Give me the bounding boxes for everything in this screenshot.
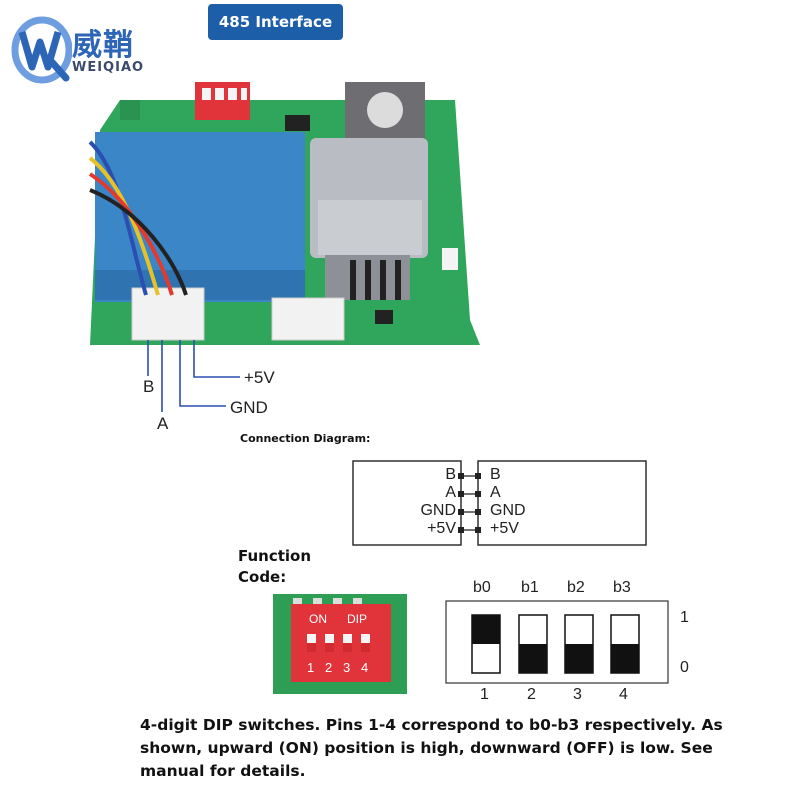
- switch-b0: [471, 614, 501, 674]
- function-code-heading: Function Code:: [238, 547, 312, 586]
- connector-aux: [271, 297, 345, 341]
- dip-photo-num-4: 4: [361, 660, 369, 675]
- bit-pin-1: 1: [480, 686, 489, 703]
- pin-label-gnd: GND: [230, 398, 268, 417]
- interface-badge: 485 Interface: [208, 4, 343, 40]
- conn-right-pin-b: B: [490, 466, 501, 483]
- dip-switch-photo: ON DIP 1 2 3 4: [273, 594, 407, 694]
- logo-subtitle: WEIQIAO: [72, 60, 145, 75]
- sensor-board-photo: [88, 82, 480, 345]
- bit-pin-2: 2: [527, 686, 536, 703]
- logo-emblem-icon: [11, 16, 73, 84]
- dip-photo-num-1: 1: [307, 660, 315, 675]
- bit-diagram-frame: [445, 600, 669, 684]
- dip-switch-top: [195, 82, 250, 120]
- bit-label-b1: b1: [521, 579, 539, 596]
- connection-diagram: B A GND +5V B A GND +5V: [350, 458, 650, 550]
- level-low-label: 0: [680, 659, 689, 676]
- dip-description: 4-digit DIP switches. Pins 1-4 correspon…: [140, 716, 723, 780]
- conn-right-pin-gnd: GND: [490, 502, 526, 519]
- conn-left-pin-5v: +5V: [427, 520, 456, 537]
- level-high-label: 1: [680, 609, 689, 626]
- bit-pin-3: 3: [573, 686, 582, 703]
- bit-label-b0: b0: [473, 579, 491, 596]
- conn-left-pin-b: B: [445, 466, 456, 483]
- dip-photo-num-3: 3: [343, 660, 351, 675]
- pin-label-a: A: [157, 414, 169, 433]
- bit-pin-4: 4: [619, 686, 628, 703]
- connection-diagram-frame: [352, 460, 647, 546]
- dip-photo-dip-label: DIP: [347, 612, 368, 626]
- switch-b2: [564, 614, 594, 674]
- dip-photo-num-2: 2: [325, 660, 333, 675]
- bit-label-b2: b2: [567, 579, 585, 596]
- pin-label-5v: +5V: [244, 368, 275, 387]
- conn-left-pin-gnd: GND: [420, 502, 456, 519]
- dip-photo-on-label: ON: [309, 612, 327, 626]
- pin-label-b: B: [143, 377, 155, 396]
- bit-state-diagram: b0 b1 b2 b3 1 2 3 4 1 0: [440, 575, 700, 705]
- conn-right-pin-a: A: [490, 484, 501, 501]
- dip-switch-photo-art: [273, 594, 407, 694]
- switch-b3: [610, 614, 640, 674]
- bit-label-b3: b3: [613, 579, 631, 596]
- brand-logo: [10, 12, 160, 87]
- conn-right-pin-5v: +5V: [490, 520, 519, 537]
- conn-left-pin-a: A: [445, 484, 456, 501]
- switch-b1: [518, 614, 548, 674]
- pin-leader-lines: [147, 340, 240, 412]
- logo-title: 威鞘: [72, 28, 134, 63]
- connection-diagram-heading: Connection Diagram:: [240, 432, 371, 445]
